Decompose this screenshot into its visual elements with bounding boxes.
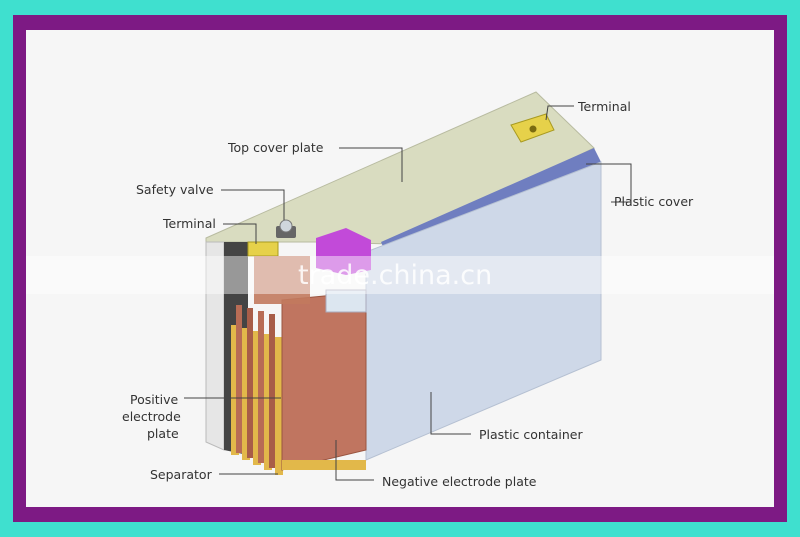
terminal-top-hole <box>529 125 537 133</box>
label-negative-electrode-plate: Negative electrode plate <box>382 474 537 489</box>
separator-strip <box>242 328 250 460</box>
label-terminal-top: Terminal <box>577 99 631 114</box>
outer-frame: trade.china.cn Terminal Top cover plate … <box>13 15 787 522</box>
leader-plastic-cover <box>586 163 632 203</box>
battery-diagram: trade.china.cn Terminal Top cover plate … <box>26 91 774 489</box>
watermark-text: trade.china.cn <box>298 260 492 291</box>
leader-terminal-top <box>545 105 574 121</box>
electrode-plate <box>269 314 275 468</box>
terminal-left-post <box>247 241 279 257</box>
separator-strip <box>275 337 283 475</box>
leader-safety-valve <box>221 189 285 220</box>
label-separator: Separator <box>150 467 213 482</box>
label-safety-valve: Safety valve <box>136 182 214 197</box>
electrode-stack <box>236 305 275 468</box>
negative-plate-base <box>282 460 366 470</box>
electrode-plate <box>236 305 242 453</box>
label-positive-line1: Positive <box>130 392 178 407</box>
valve-cover <box>316 228 371 275</box>
valve-cover-inner <box>325 289 367 313</box>
leader-plastic-container <box>430 392 471 435</box>
electrode-plate <box>258 311 264 463</box>
leader-terminal-left <box>223 223 257 244</box>
separator-strip <box>231 325 239 455</box>
label-terminal-left: Terminal <box>162 216 216 231</box>
safety-valve-cap <box>279 219 293 233</box>
lead-connector <box>254 256 310 304</box>
label-top-cover-plate: Top cover plate <box>227 140 324 155</box>
leader-top-cover <box>339 147 403 182</box>
diagram-canvas: trade.china.cn Terminal Top cover plate … <box>26 30 774 507</box>
label-positive-line2: electrode <box>122 409 181 424</box>
leader-negative <box>335 440 374 481</box>
watermark-band <box>26 256 774 294</box>
electrode-plate <box>247 308 253 458</box>
label-plastic-container: Plastic container <box>479 427 583 442</box>
separator-strip <box>264 334 272 470</box>
label-plastic-cover: Plastic cover <box>614 194 694 209</box>
label-positive-line3: plate <box>147 426 179 441</box>
negative-electrode-plate <box>281 291 367 471</box>
